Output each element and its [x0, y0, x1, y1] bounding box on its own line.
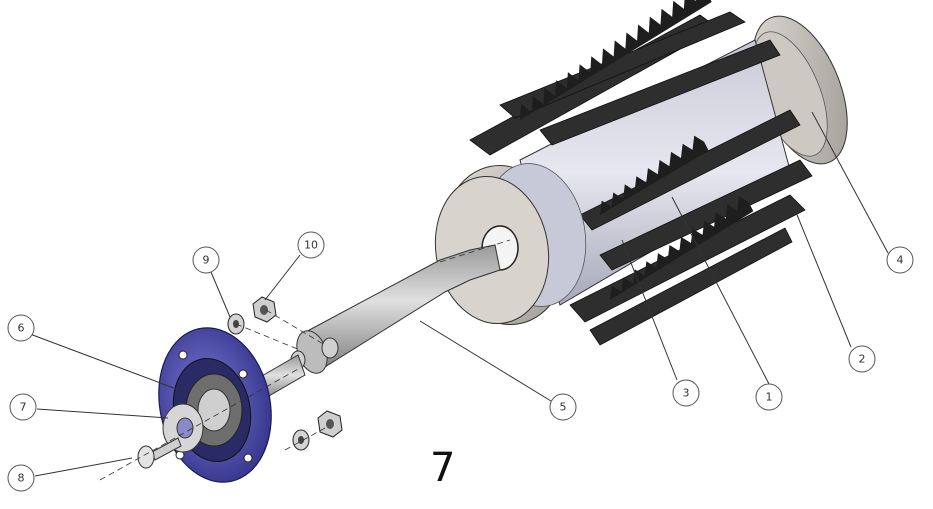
- shaft-body: [299, 244, 501, 371]
- blade-teeth: [520, 0, 754, 300]
- balloon-label: 4: [897, 254, 904, 267]
- balloon-3: 3: [672, 379, 700, 407]
- balloon-4: 4: [886, 246, 914, 274]
- shaft: [254, 244, 501, 401]
- washer-large-hole: [176, 417, 194, 439]
- balloon-10: 10: [297, 231, 325, 259]
- screw: [137, 437, 182, 469]
- washer-lower: [292, 429, 310, 451]
- nut-upper: [252, 296, 277, 323]
- flange-bolt-holes: [175, 350, 253, 463]
- drum-assembly: [434, 0, 848, 346]
- balloon-6: 6: [7, 314, 35, 342]
- balloon-label: 6: [18, 322, 25, 335]
- shaft-bolt-boss: [321, 337, 339, 359]
- balloon-label: 3: [683, 387, 690, 400]
- balloon-label: 5: [560, 401, 567, 414]
- balloon-1: 1: [755, 383, 783, 411]
- nut-lower: [317, 410, 343, 438]
- balloon-label: 2: [859, 353, 866, 366]
- balloon-9: 9: [192, 246, 220, 274]
- balloon-8: 8: [7, 464, 35, 492]
- balloon-label: 8: [18, 472, 25, 485]
- balloon-5: 5: [549, 393, 577, 421]
- balloon-label: 10: [304, 239, 318, 252]
- balloon-label: 1: [766, 391, 773, 404]
- balloon-label: 9: [203, 254, 210, 267]
- balloon-7: 7: [9, 393, 37, 421]
- explode-lines: [99, 239, 511, 481]
- balloon-2: 2: [848, 345, 876, 373]
- leader-lines: [29, 111, 889, 477]
- view-number: 7: [430, 445, 456, 491]
- flange-housing: [158, 327, 272, 483]
- balloon-label: 7: [20, 401, 27, 414]
